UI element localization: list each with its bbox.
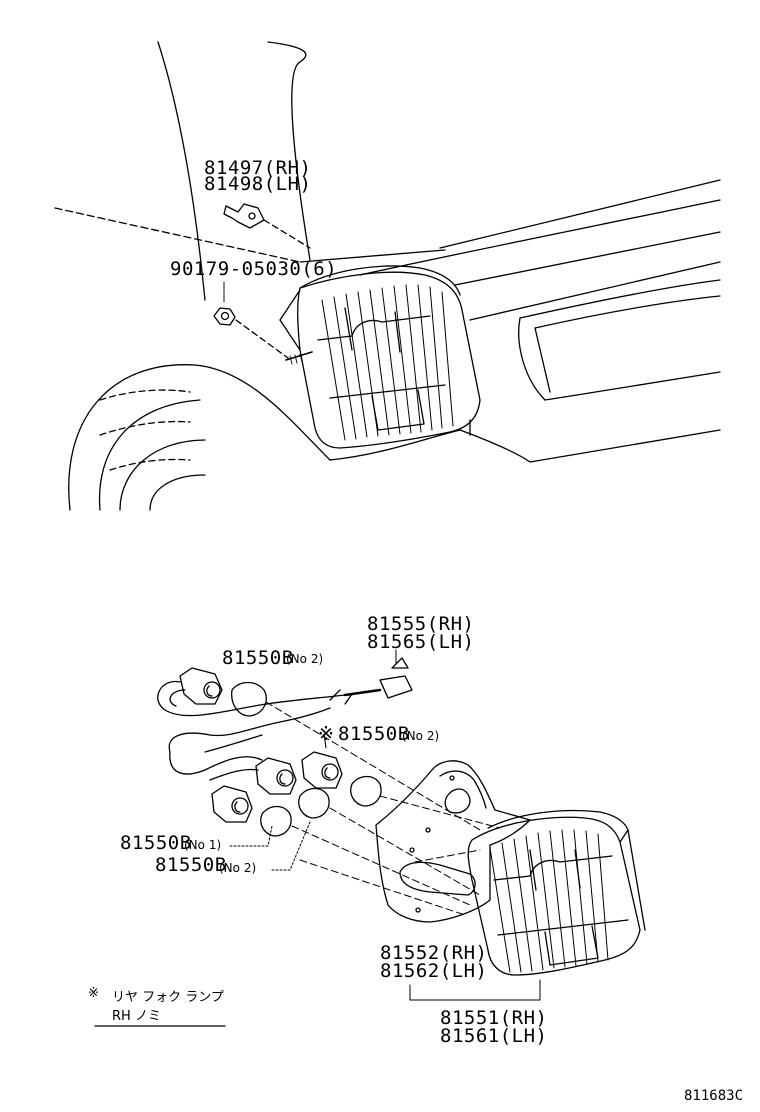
- label-81550b-no1: 81550B: [120, 832, 192, 854]
- label-81550b-upper: 81550B: [222, 647, 294, 669]
- label-81550b-lower: 81550B: [155, 854, 227, 876]
- clip-81497-icon: [223, 203, 311, 249]
- label-81561: 81561(LH): [440, 1025, 548, 1047]
- label-81550b-lower-note: (No 2): [219, 861, 257, 875]
- vehicle-body: [54, 41, 721, 511]
- lamp-base-plate: [375, 760, 531, 923]
- label-81497: 81497(RH): [204, 157, 312, 179]
- bulb-sockets: [179, 667, 343, 823]
- leader-lines: [229, 649, 541, 1001]
- label-81555: 81555(RH): [367, 613, 475, 635]
- wire-harness: [157, 657, 413, 781]
- diagram-code: 811683C: [684, 1088, 744, 1104]
- legend-line2: RH ノミ: [112, 1009, 161, 1024]
- label-81552: 81552(RH): [380, 942, 488, 964]
- label-81550b-no1-note: (No 1): [184, 838, 222, 852]
- label-81565: 81565(LH): [367, 631, 475, 653]
- nut-90179-icon: [213, 281, 289, 359]
- label-81562: 81562(LH): [380, 960, 488, 982]
- tail-lamp-installed: [279, 265, 481, 449]
- assembly-guides: [265, 701, 501, 916]
- bulbs: [231, 681, 382, 837]
- lamp-lens-unit: [467, 809, 646, 976]
- label-81550b-upper-note: (No 2): [286, 652, 324, 666]
- label-81550b-mark: ※: [318, 723, 335, 745]
- legend-mark: ※: [88, 986, 99, 1001]
- label-81550b-middle-note: (No 2): [402, 729, 440, 743]
- legend-line1: リヤ フォク ランプ: [112, 990, 224, 1005]
- label-81551: 81551(RH): [440, 1007, 548, 1029]
- label-81550b-middle: 81550B: [338, 723, 410, 745]
- label-90179: 90179-05030(6): [170, 258, 338, 280]
- label-81498: 81498(LH): [204, 173, 312, 195]
